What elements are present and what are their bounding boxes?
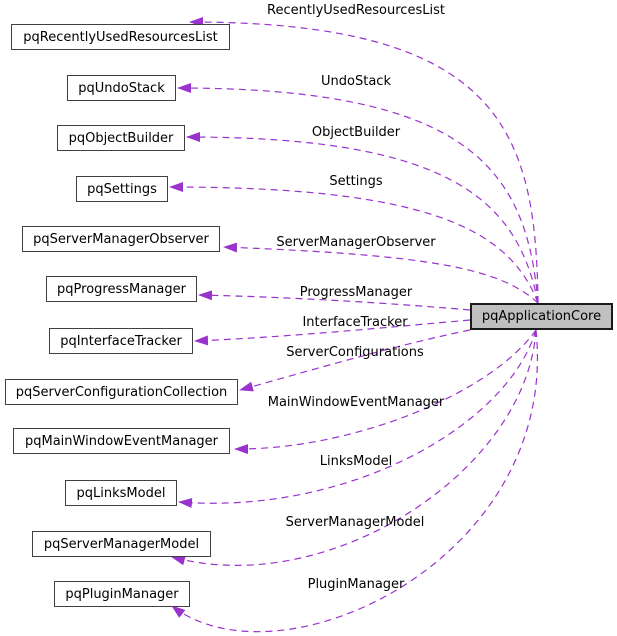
edge-object-builder [186,132,539,304]
edge-plugin-manager [171,329,539,633]
node-pq-server-configuration-collection[interactable]: pqServerConfigurationCollection [5,379,238,405]
edge-server-configurations [239,329,471,392]
node-pq-recently-used-resources-list[interactable]: pqRecentlyUsedResourcesList [11,24,230,50]
node-pq-settings[interactable]: pqSettings [76,176,168,202]
edge-label-server-manager-observer: ServerManagerObserver [276,235,436,250]
edge-label-links-model: LinksModel [319,454,393,469]
edge-label-settings: Settings [329,174,383,189]
edge-label-interface-tracker: InterfaceTracker [302,315,408,330]
node-pq-progress-manager[interactable]: pqProgressManager [46,276,197,302]
node-pq-server-manager-observer[interactable]: pqServerManagerObserver [22,226,220,252]
node-pq-application-core: pqApplicationCore [470,303,613,330]
edge-label-object-builder: ObjectBuilder [311,125,401,140]
edge-settings [169,182,539,304]
node-pq-server-manager-model[interactable]: pqServerManagerModel [32,531,211,557]
node-pq-object-builder[interactable]: pqObjectBuilder [57,125,185,151]
edge-undo-stack [177,83,539,304]
edge-label-server-configurations: ServerConfigurations [286,345,424,360]
edge-server-manager-model [171,329,537,566]
edge-label-undo-stack: UndoStack [321,74,391,89]
edge-label-server-manager-model: ServerManagerModel [285,515,425,530]
edge-links-model [178,329,537,508]
node-pq-main-window-event-manager[interactable]: pqMainWindowEventManager [13,428,230,454]
edge-interface-tracker [194,319,471,346]
node-pq-undo-stack[interactable]: pqUndoStack [67,75,176,101]
node-pq-plugin-manager[interactable]: pqPluginManager [54,581,190,607]
node-pq-links-model[interactable]: pqLinksModel [65,480,177,506]
edge-label-plugin-manager: PluginManager [307,577,405,592]
edge-label-progress-manager: ProgressManager [299,285,413,300]
node-pq-interface-tracker[interactable]: pqInterfaceTracker [49,328,193,354]
edge-label-main-window-event-manager: MainWindowEventManager [267,395,445,410]
edge-recently-used-resources-list [189,17,539,304]
edge-label-recently-used-resources-list: RecentlyUsedResourcesList [267,3,445,18]
edge-server-manager-observer [223,242,539,304]
